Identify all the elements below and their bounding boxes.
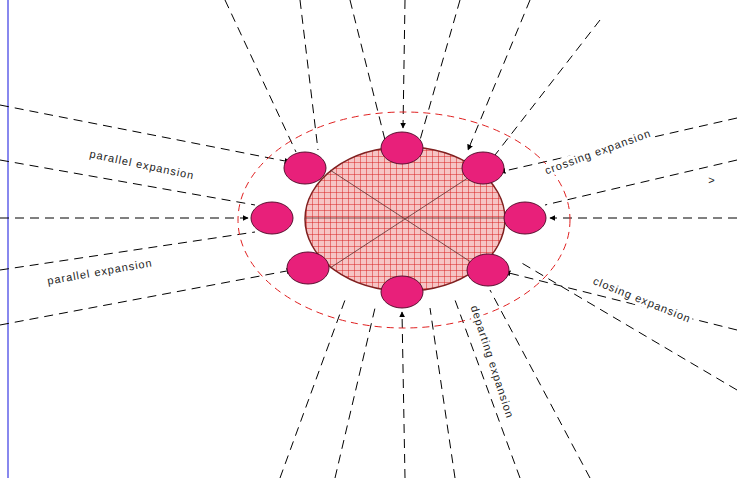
- expansion-label: crossing expansion: [541, 126, 655, 178]
- expansion-label: parallel expansion: [87, 147, 198, 183]
- expansion-label: >: [706, 174, 717, 187]
- expansion-label: departing expansion: [467, 302, 517, 422]
- core-lines: [305, 170, 505, 268]
- left-border: [7, 0, 9, 478]
- expansion-label: closing expansion: [589, 274, 694, 327]
- small-circles: [251, 132, 546, 308]
- boundary-circle: [238, 112, 570, 328]
